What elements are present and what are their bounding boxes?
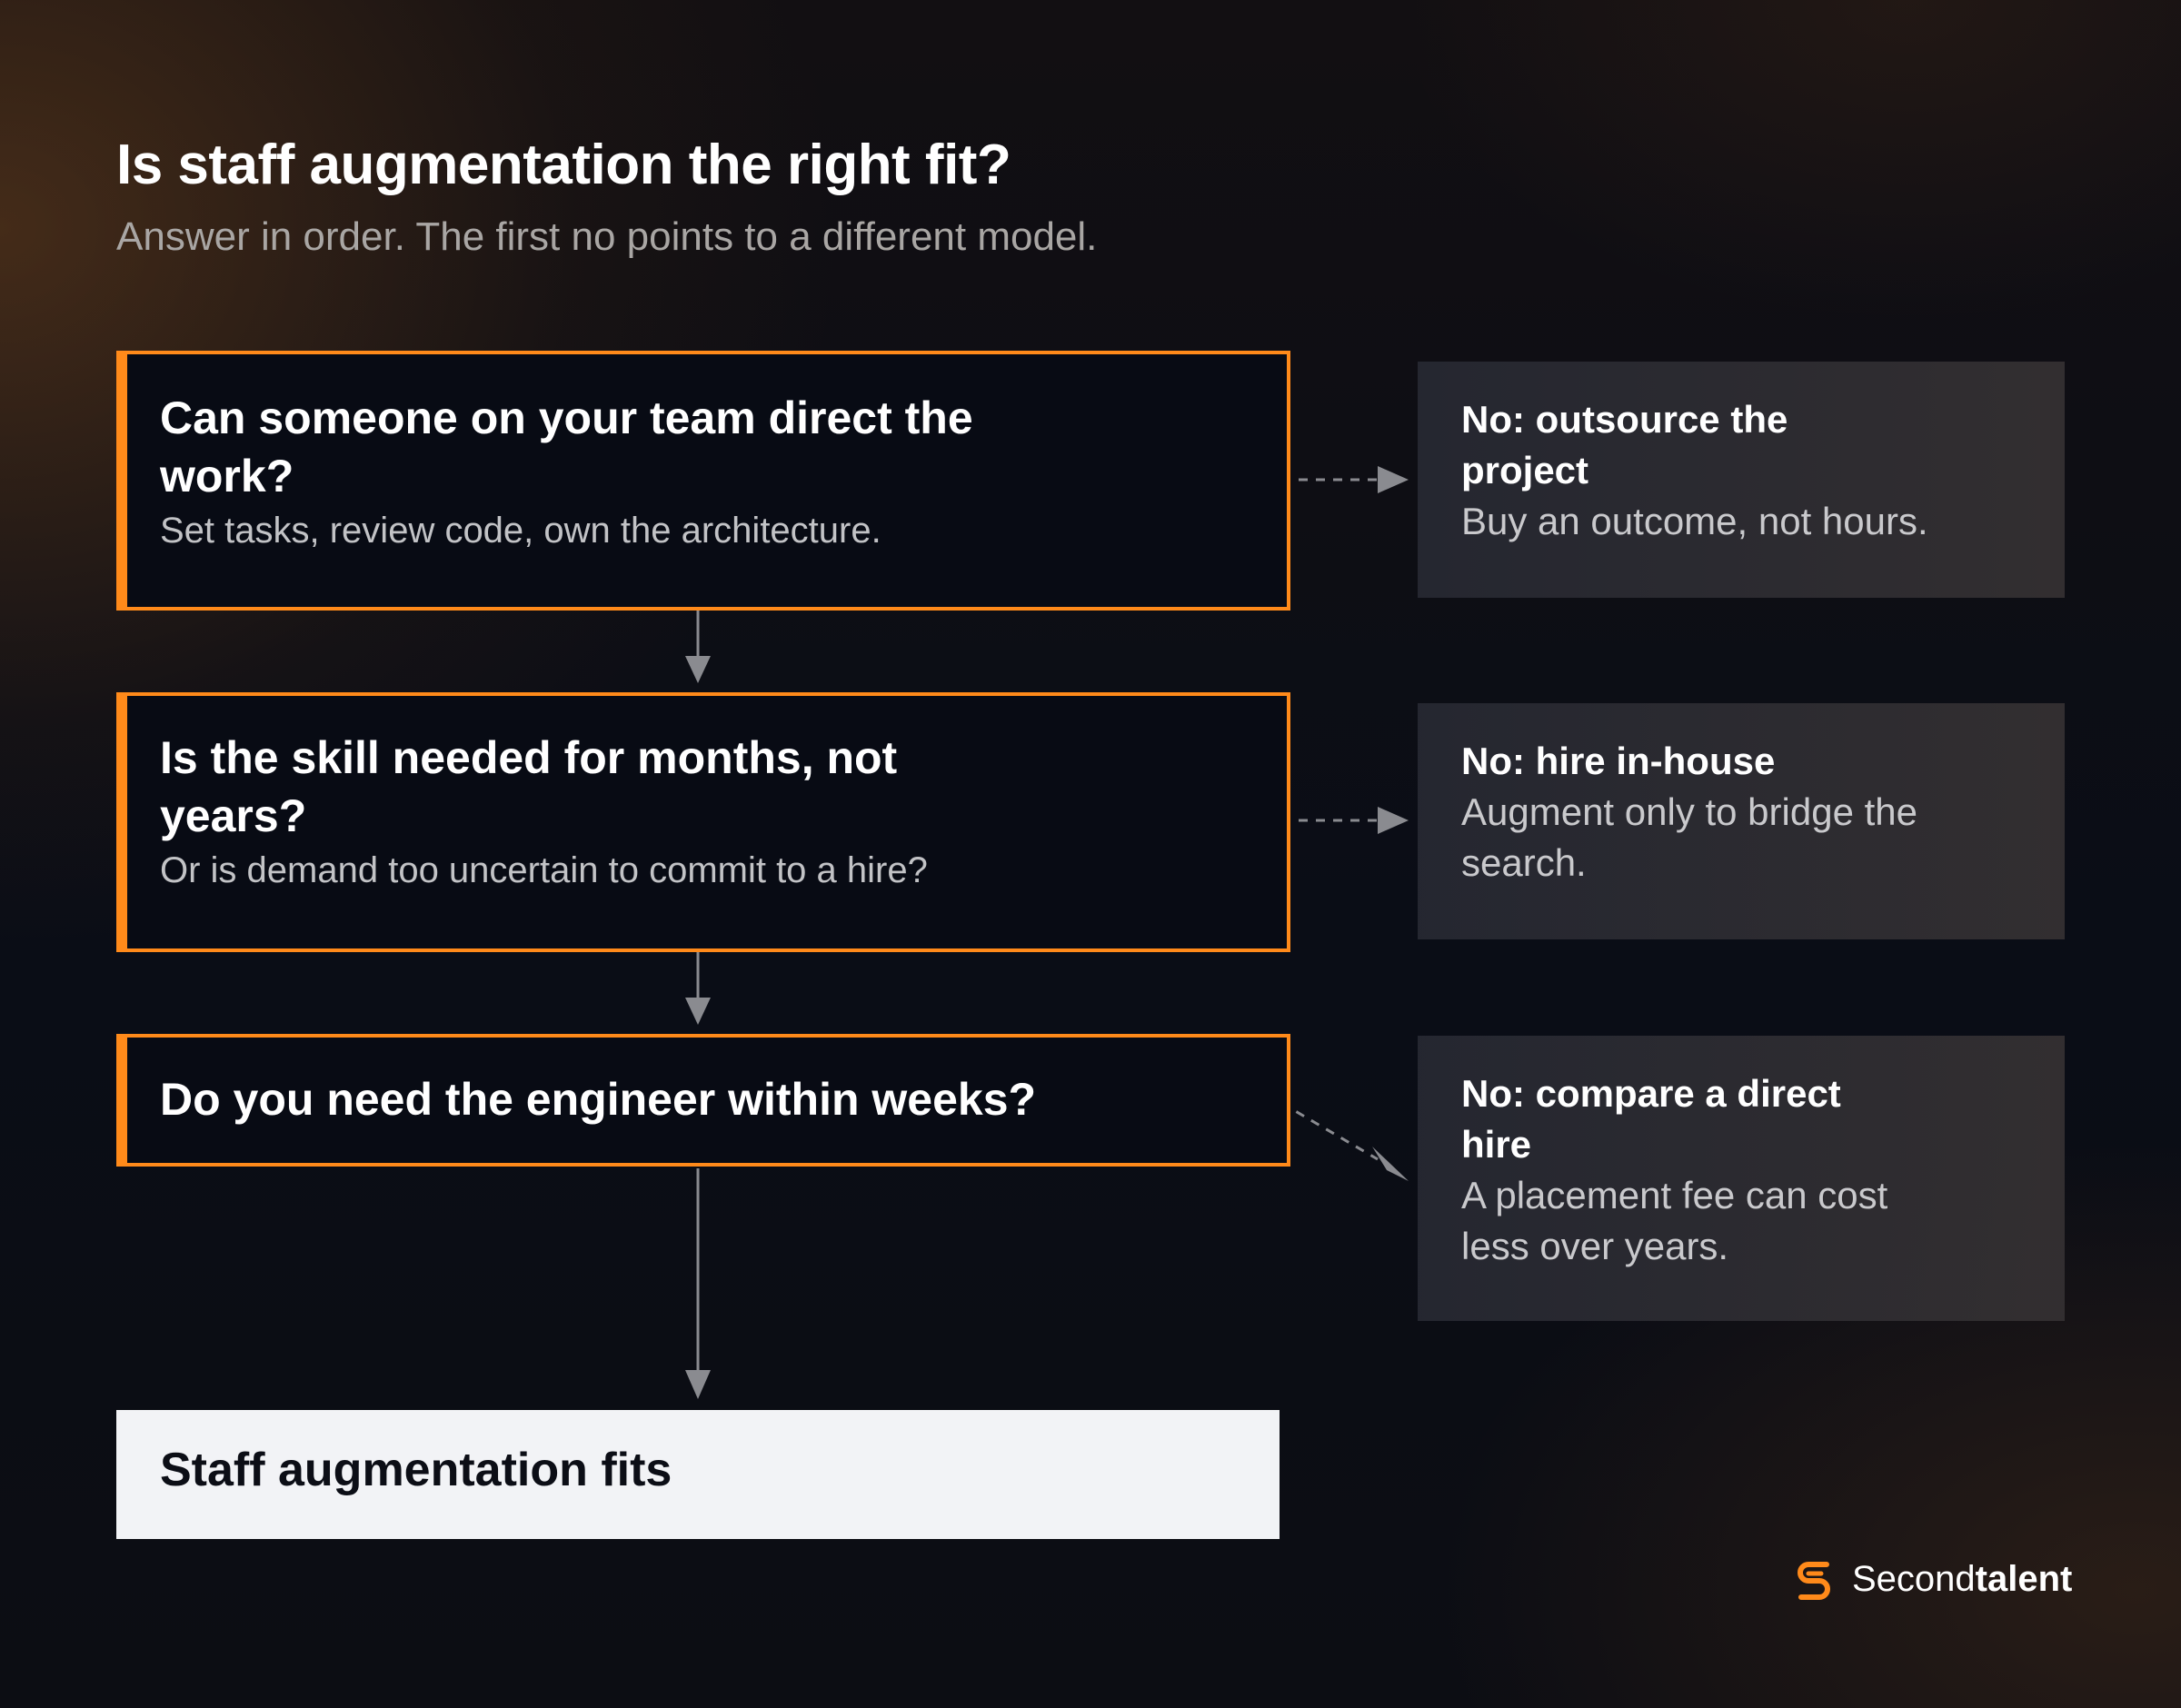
brand-name-regular: Second [1852, 1558, 1976, 1599]
question-3-title: Do you need the engineer within weeks? [160, 1074, 1037, 1125]
yes-arrow-3 [685, 1168, 711, 1399]
diagram-title: Is staff augmentation the right fit? [116, 134, 1011, 196]
outcome-2-subtitle: Augment only to bridge the search. [1461, 790, 1917, 884]
question-2-title: Is the skill needed for months, not year… [160, 732, 898, 841]
yes-arrow-2 [685, 950, 711, 1025]
final-result-label: Staff augmentation fits [160, 1444, 672, 1496]
outcome-1-subtitle: Buy an outcome, not hours. [1461, 500, 1928, 542]
question-1-subtitle: Set tasks, review code, own the architec… [160, 511, 881, 551]
question-1-title: Can someone on your team direct the work… [160, 392, 973, 501]
no-arrow-3 [1280, 1101, 1409, 1181]
yes-arrow-1 [685, 609, 711, 683]
brand-name-bold: talent [1975, 1558, 2073, 1599]
outcome-box-2: No: hire in-house Augment only to bridge… [1418, 703, 2065, 939]
question-box-1: Can someone on your team direct the work… [116, 351, 1290, 611]
question-2-subtitle: Or is demand too uncertain to commit to … [160, 850, 928, 890]
question-box-2: Is the skill needed for months, not year… [116, 692, 1290, 952]
no-arrow-2 [1281, 807, 1409, 834]
secondtalent-logo-icon [1798, 1562, 1830, 1600]
outcome-box-3: No: compare a direct hire A placement fe… [1418, 1036, 2065, 1321]
diagram-subtitle: Answer in order. The first no points to … [116, 214, 1098, 259]
outcome-2-title: No: hire in-house [1461, 740, 1776, 782]
outcome-box-1: No: outsource the project Buy an outcome… [1418, 362, 2065, 598]
outcome-3-subtitle: A placement fee can cost less over years… [1461, 1174, 1888, 1267]
no-arrow-1 [1281, 466, 1409, 493]
outcome-3-title: No: compare a direct hire [1461, 1072, 1841, 1166]
outcome-1-title: No: outsource the project [1461, 398, 1788, 492]
final-result-box: Staff augmentation fits [116, 1410, 1280, 1539]
question-box-3: Do you need the engineer within weeks? [116, 1034, 1290, 1167]
